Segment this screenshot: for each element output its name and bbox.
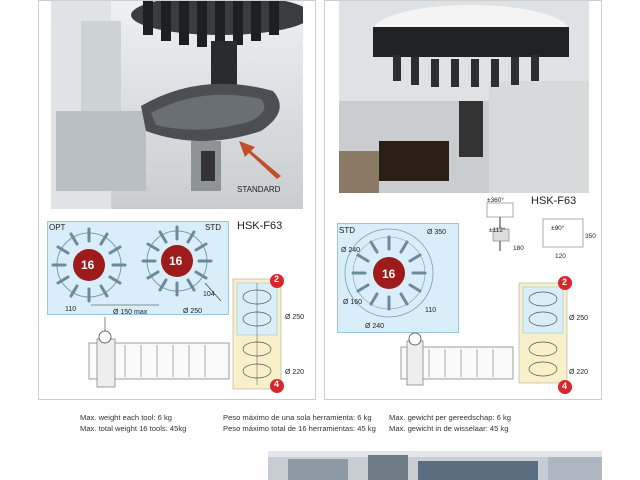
dim-160: Ø 160 (343, 299, 363, 306)
dim-110-right: 110 (425, 307, 437, 314)
dim-180: 180 (513, 245, 524, 252)
dim-110: 110 (65, 306, 77, 313)
right-machine-photo (339, 1, 589, 193)
marker-4: 4 (274, 379, 280, 389)
dim-360: ±360° (487, 197, 505, 204)
dim-104: 104 (203, 291, 215, 298)
dim-240-bottom: Ø 240 (365, 323, 385, 330)
right-panel: HSK-F63 STD (324, 0, 602, 400)
badge-count-std: 16 (169, 254, 183, 268)
marker-2: 2 (274, 274, 280, 284)
left-machine-photo: STANDARD (51, 1, 303, 209)
dim-250-spindle: Ø 250 (285, 314, 305, 321)
left-diagram-title: HSK-F63 (237, 220, 283, 232)
right-dim-250: Ø 250 (569, 315, 589, 322)
right-technical-diagram (344, 202, 584, 394)
left-panel: STANDARD HSK-F63 OPT STD (38, 0, 316, 400)
dim-150: Ø 150 max (113, 309, 148, 316)
spec-line: Max. gewicht per gereedschap: 6 kg (389, 413, 511, 422)
right-std-label: STD (339, 226, 355, 235)
spec-line: Peso máximo total de 16 herramientas: 45… (223, 424, 376, 433)
dim-120: 120 (555, 253, 566, 260)
left-technical-diagram (51, 225, 284, 393)
standard-caption: STANDARD (237, 185, 281, 194)
dim-250-wheel: Ø 250 (183, 308, 203, 315)
right-badge-count: 16 (382, 267, 396, 281)
bottom-machine-photo (268, 451, 602, 480)
right-diagram-title: HSK-F63 (531, 195, 577, 207)
dim-240-left: Ø 240 (341, 247, 361, 254)
spec-line: Max. weight each tool: 6 kg (80, 413, 173, 422)
specs-dutch: Max. gewicht per gereedschap: 6 kg Max. … (389, 412, 511, 434)
spec-line: Max. total weight 16 tools: 45kg (80, 424, 187, 433)
dim-350: Ø 350 (427, 229, 447, 236)
dim-220-spindle: Ø 220 (285, 369, 305, 376)
std-label: STD (205, 223, 221, 232)
spec-line: Peso máximo de una sola herramienta: 6 k… (223, 413, 372, 422)
right-marker-4: 4 (562, 381, 568, 391)
dim-90: ±90° (551, 225, 565, 232)
specs-spanish: Peso máximo de una sola herramienta: 6 k… (223, 412, 376, 434)
spec-line: Max. gewicht in de wisselaar: 45 kg (389, 424, 509, 433)
specs-english: Max. weight each tool: 6 kg Max. total w… (80, 412, 186, 434)
dim-112: ±112° (489, 227, 506, 234)
right-marker-2: 2 (562, 277, 568, 287)
badge-count-opt: 16 (81, 258, 95, 272)
dim-350-vertical: 350 (585, 233, 596, 240)
opt-label: OPT (49, 223, 66, 232)
right-dim-220: Ø 220 (569, 369, 589, 376)
